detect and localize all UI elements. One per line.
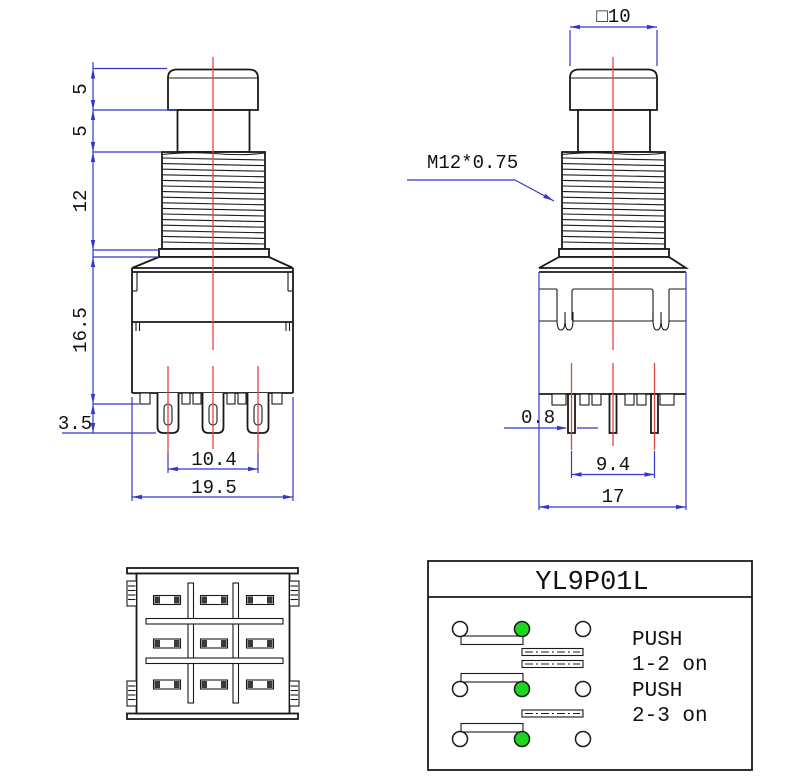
contact-pin-1-2-on — [513, 620, 531, 638]
contact-pin-3-3 — [574, 730, 592, 748]
contact-pin-1-1 — [451, 620, 469, 638]
note-push-2: PUSH — [632, 680, 682, 703]
bottom-tabs — [126, 580, 300, 707]
front-view-dimensions: 5 5 12 16.5 3.5 10.4 19.5 — [58, 62, 294, 501]
contact-pin-2-1 — [451, 680, 469, 698]
dim-pin-span: 9.4 — [596, 454, 630, 476]
dim-stem-height: 5 — [70, 125, 92, 136]
note-2-3-on: 2-3 on — [632, 705, 708, 728]
dim-front-body-width: 19.5 — [191, 477, 237, 499]
schematic-border — [427, 560, 753, 771]
side-view-dimensions: □10 M12*0.75 0.8 9.4 17 — [407, 6, 687, 510]
schematic-panel: YL9P01L PUSH 1-2 on PUSH 2-3 — [427, 560, 753, 771]
front-centerlines — [167, 57, 259, 453]
dim-body-height: 16.5 — [70, 307, 92, 353]
dim-thread-spec: M12*0.75 — [427, 152, 518, 174]
bottom-view — [126, 567, 300, 720]
dim-actuator-square: □10 — [596, 6, 630, 28]
contact-bridge-3 — [460, 722, 524, 733]
front-teeth — [139, 392, 283, 405]
contact-pin-1-3 — [574, 620, 592, 638]
contact-bridge-1 — [460, 635, 524, 646]
side-teeth — [551, 393, 675, 406]
contact-pin-2-3 — [574, 680, 592, 698]
dim-cap-height: 5 — [70, 83, 92, 94]
dim-pin-thickness: 0.8 — [521, 407, 555, 429]
bottom-terminal-pads — [152, 594, 275, 690]
bottom-divider-grid — [145, 582, 284, 704]
side-stem — [577, 109, 651, 153]
model-number: YL9P01L — [535, 568, 648, 598]
dim-terminal-length: 3.5 — [58, 413, 92, 435]
dim-side-body-width: 17 — [602, 486, 625, 508]
contact-pin-2-2-on — [513, 680, 531, 698]
side-view — [538, 57, 690, 450]
note-push-1: PUSH — [632, 629, 682, 652]
dim-thread-length: 12 — [70, 190, 92, 213]
front-flange — [158, 248, 270, 258]
contact-pin-3-1 — [451, 730, 469, 748]
contact-pin-3-2-on — [513, 730, 531, 748]
side-flange — [558, 248, 670, 258]
contact-bridge-2 — [460, 672, 524, 683]
note-1-2-on: 1-2 on — [632, 654, 708, 677]
contact-circles — [451, 620, 592, 748]
dim-terminal-span: 10.4 — [191, 449, 237, 471]
side-centerlines — [570, 57, 656, 450]
front-view — [131, 57, 294, 453]
